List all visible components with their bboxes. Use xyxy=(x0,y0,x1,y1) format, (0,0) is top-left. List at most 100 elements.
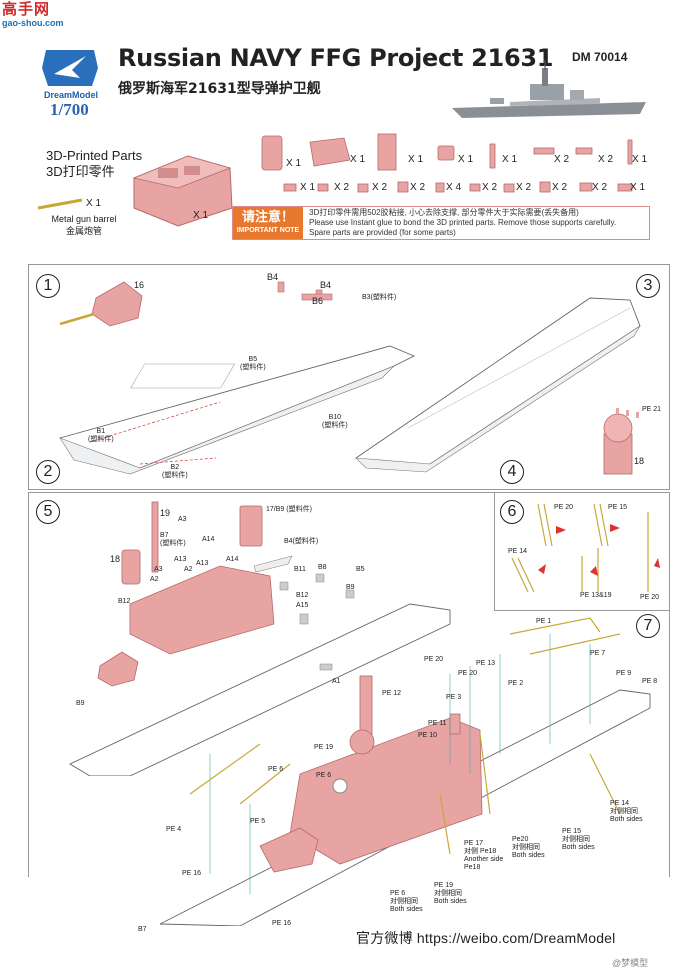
row2-qty-8: X 2 xyxy=(552,182,568,193)
important-note-box: 请注意！ IMPORTANT NOTE 3D打印零件需用502胶粘接, 小心去除… xyxy=(232,206,650,240)
label-5-b12b: B12 xyxy=(296,592,309,599)
label-b6: B6 xyxy=(312,296,324,306)
label-5-a2a: A2 xyxy=(184,566,193,573)
label-5-17: 17/B9 (塑料件) xyxy=(266,506,312,513)
hull-assembly-illustration xyxy=(59,281,641,475)
step-4-number: 4 xyxy=(500,460,524,484)
step-6-number: 6 xyxy=(500,500,524,524)
notice-text: 3D打印零件需用502胶粘接, 小心去除支撑, 部分零件大于实际需要(丢失备用)… xyxy=(309,208,616,238)
notice-line-3: Spare parts are provided (for some parts… xyxy=(309,228,456,237)
watermark-url: gao-shou.com xyxy=(2,18,64,28)
steps-5-7-panel xyxy=(28,492,670,877)
label-5-a13b: A13 xyxy=(196,560,209,567)
footer-url[interactable]: https://weibo.com/DreamModel xyxy=(416,930,616,946)
label-7-pe17-code: PE 17 xyxy=(464,840,484,847)
label-7-pe6c: PE 6 对侧相同 Both sides xyxy=(390,890,423,914)
label-5-b9b: B9 xyxy=(76,700,85,707)
row1-qty-6: X 2 xyxy=(554,154,570,165)
metal-barrel-illustration xyxy=(37,198,83,210)
weibo-watermark: @梦模型 xyxy=(612,958,649,968)
step-1-number: 1 xyxy=(36,274,60,298)
scale-label: 1/700 xyxy=(50,100,89,119)
label-7-pe11: PE 11 xyxy=(428,720,447,727)
label-7-pe20c: Pe20 对侧相同 Both sides xyxy=(512,836,545,860)
label-7-pe17-cn: 对侧 Pe18 xyxy=(464,848,497,855)
label-b2-code: B2 xyxy=(170,464,180,471)
step-6-illustration xyxy=(511,503,660,593)
watermark-brand: 高手网 xyxy=(2,1,51,18)
barrel-caption-cn: 金属炮管 xyxy=(65,226,102,236)
ship-silhouette-illustration xyxy=(450,60,650,128)
label-5-b7-code: B7 xyxy=(160,532,169,539)
label-7-pe20b: PE 20 xyxy=(458,670,478,677)
row2-qty-10: X 1 xyxy=(630,182,646,193)
label-7-pe20c-cn: 对侧相同 xyxy=(512,844,540,851)
label-7-pe6a: PE 6 xyxy=(268,766,284,773)
label-5-19: 19 xyxy=(160,508,171,518)
label-5-b7-cn: (塑料件) xyxy=(160,540,186,547)
row2-qty-3: X 2 xyxy=(372,182,388,193)
label-5-a14a: A14 xyxy=(202,536,215,543)
label-7-pe19b-cn: 对侧相同 xyxy=(434,890,462,897)
label-7-pe20a: PE 20 xyxy=(424,656,444,663)
label-7-pe6b: PE 6 xyxy=(316,772,332,779)
label-7-pe17: PE 17 对侧 Pe18 Another side Pe18 xyxy=(464,840,503,872)
label-6-pe20b: PE 20 xyxy=(640,594,660,601)
label-5-b5: B5 xyxy=(356,566,365,573)
label-b10-cn: (塑料件) xyxy=(322,422,348,429)
label-5-a3b: A3 xyxy=(154,566,163,573)
label-b2-cn: (塑料件) xyxy=(162,472,188,479)
label-7-pe15-en: Both sides xyxy=(562,844,595,851)
label-7-pe14: PE 14 对侧相同 Both sides xyxy=(610,800,643,824)
label-b4b: B4 xyxy=(320,280,332,290)
label-7-pe4: PE 4 xyxy=(166,826,182,833)
label-7-pe19a: PE 19 xyxy=(314,744,334,751)
label-b1-code: B1 xyxy=(96,428,106,435)
row1-qty-1: X 1 xyxy=(286,158,302,169)
footer: 官方微博 https://weibo.com/DreamModel xyxy=(356,928,615,948)
label-6-pe20a: PE 20 xyxy=(554,504,574,511)
label-6-pe1319: PE 13&19 xyxy=(580,592,612,599)
label-7-pe15: PE 15 对侧相同 Both sides xyxy=(562,828,595,852)
site-watermark: 高手网 gao-shou.com xyxy=(2,1,76,29)
page-title: Russian NAVY FFG Project 21631 xyxy=(118,44,554,72)
row1-qty-8: X 1 xyxy=(632,154,648,165)
label-7-pe6c-en: Both sides xyxy=(390,906,423,913)
parts-row2-illustration xyxy=(283,181,633,193)
notice-badge-cn: 请注意！ xyxy=(241,209,294,224)
step-6-panel xyxy=(494,492,669,611)
row2-qty-9: X 2 xyxy=(592,182,608,193)
label-part-16: 16 xyxy=(134,280,145,290)
row2-qty-6: X 2 xyxy=(482,182,498,193)
notice-line-2: Please use Instant glue to bond the 3D p… xyxy=(309,218,617,227)
label-7-pe15-cn: 对侧相同 xyxy=(562,836,590,843)
row1-qty-5: X 1 xyxy=(502,154,518,165)
label-7-pe16a: PE 16 xyxy=(182,870,202,877)
label-7-pe6c-code: PE 6 xyxy=(390,890,406,897)
label-b10-code: B10 xyxy=(328,414,342,421)
label-7-pe19b: PE 19 对侧相同 Both sides xyxy=(434,882,467,906)
parts-row1-illustration xyxy=(261,133,633,171)
parts-title-cn: 3D打印零件 xyxy=(46,164,115,179)
label-6-pe14: PE 14 xyxy=(508,548,528,555)
label-b4a: B4 xyxy=(267,272,279,282)
label-b3: B3(塑料件) xyxy=(362,294,397,301)
parts-title-en: 3D-Printed Parts xyxy=(46,148,143,163)
row1-qty-2: X 1 xyxy=(350,154,366,165)
hull-part-qty: X 1 xyxy=(193,210,209,221)
label-7-pe16b: PE 16 xyxy=(272,920,292,927)
barrel-caption: Metal gun barrel 金属炮管 xyxy=(44,214,124,237)
label-b2: B2 (塑料件) xyxy=(162,464,188,480)
label-7-pe10: PE 10 xyxy=(418,732,438,739)
label-6-pe15: PE 15 xyxy=(608,504,628,511)
label-7-pe15-code: PE 15 xyxy=(562,828,582,835)
important-note-badge: 请注意！ IMPORTANT NOTE xyxy=(233,207,303,239)
label-7-pe5: PE 5 xyxy=(250,818,266,825)
notice-badge-en: IMPORTANT NOTE xyxy=(236,227,300,234)
label-7-pe20c-en: Both sides xyxy=(512,852,545,859)
label-7-pe7: PE 7 xyxy=(590,650,606,657)
label-7-pe17-b: Pe18 xyxy=(464,864,481,871)
label-5-a14b: A14 xyxy=(226,556,239,563)
superstructure-part-illustration xyxy=(132,155,233,227)
row2-qty-2: X 2 xyxy=(334,182,350,193)
